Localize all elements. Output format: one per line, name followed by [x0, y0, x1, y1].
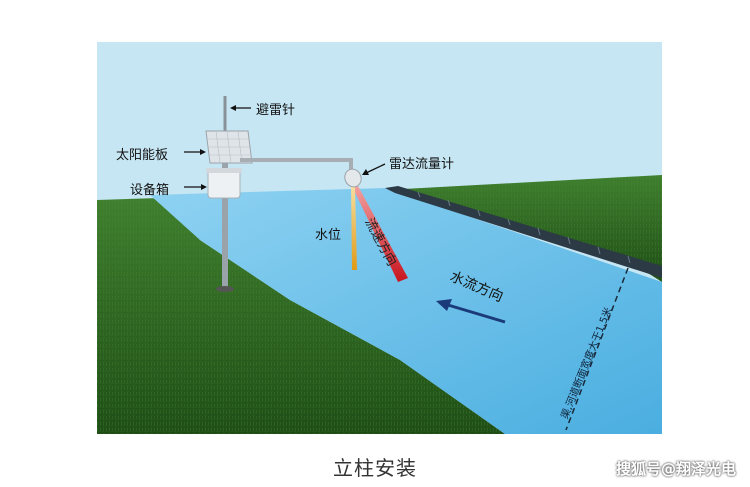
radar-sensor: [344, 168, 362, 188]
width-dashed-line: [565, 267, 629, 431]
leader-arrows: [184, 105, 386, 190]
solar-panel: [205, 130, 253, 164]
pole: [222, 150, 228, 288]
diagram-caption: 立柱安装: [333, 456, 417, 480]
label-solar-panel: 太阳能板: [116, 148, 169, 163]
label-equipment-box: 设备箱: [130, 183, 170, 198]
pole-base: [216, 286, 234, 292]
velocity-beam: [352, 186, 408, 282]
level-beam: [351, 186, 357, 270]
label-water-level: 水位: [315, 228, 342, 243]
label-lightning-rod: 避雷针: [256, 103, 296, 118]
equipment-box: [206, 168, 242, 199]
cantilever-arm: [240, 158, 352, 162]
watermark: 搜狐号@翔泽光电: [615, 460, 736, 478]
label-radar-flowmeter: 雷达流量计: [389, 157, 455, 172]
river: [150, 188, 662, 434]
bank-revetment: [385, 186, 662, 278]
flow-arrow: [436, 299, 506, 324]
